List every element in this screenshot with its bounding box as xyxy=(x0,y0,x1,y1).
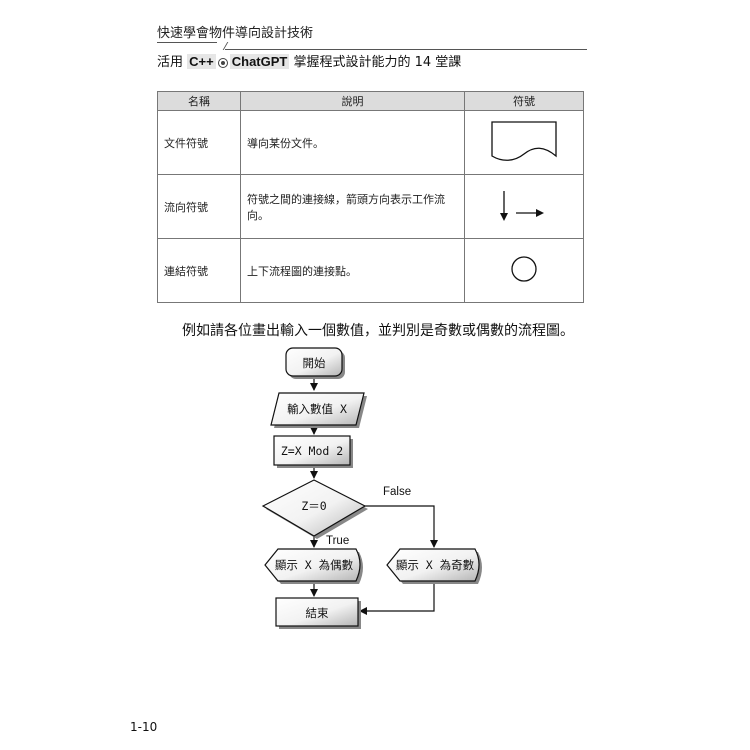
book-title: 快速學會物件導向設計技術 xyxy=(157,26,314,41)
subtitle-dot-icon xyxy=(217,57,228,68)
header-rule-right xyxy=(225,49,587,50)
row-desc: 上下流程圖的連接點。 xyxy=(240,238,465,303)
subtitle-cpp: C++ xyxy=(187,54,216,69)
table-row: 連結符號 上下流程圖的連接點。 xyxy=(157,238,584,303)
display-odd-node: 顯示 X 為奇數 xyxy=(386,548,482,584)
page-number: 1-10 xyxy=(130,720,158,734)
row-desc: 符號之間的連接線，箭頭方向表示工作流向。 xyxy=(240,174,465,239)
start-label: 開始 xyxy=(303,356,326,370)
row-name: 流向符號 xyxy=(157,174,241,239)
end-node: 結束 xyxy=(275,597,361,629)
subtitle-prefix: 活用 xyxy=(157,55,184,70)
row-name: 連結符號 xyxy=(157,238,241,303)
display-even-node: 顯示 X 為偶數 xyxy=(264,548,363,584)
decision-label: Z＝0 xyxy=(301,499,326,513)
document-symbol-icon xyxy=(491,121,557,161)
true-label: True xyxy=(326,535,349,547)
display-even-label: 顯示 X 為偶數 xyxy=(275,558,354,572)
input-label: 輸入數值 X xyxy=(287,402,347,416)
book-subtitle: 活用 C++ ChatGPT 掌握程式設計能力的 14 堂課 xyxy=(157,51,461,70)
symbol-table: 名稱 說明 符號 文件符號 導向某份文件。 流向符號 符號之間的連接線，箭頭方向… xyxy=(157,91,584,303)
process-node: Z=X Mod 2 xyxy=(273,435,353,468)
false-label: False xyxy=(383,486,411,498)
display-odd-label: 顯示 X 為奇數 xyxy=(396,558,475,572)
row-name: 文件符號 xyxy=(157,110,241,175)
flow-connectors xyxy=(310,378,438,615)
end-label: 結束 xyxy=(306,606,329,620)
table-row: 流向符號 符號之間的連接線，箭頭方向表示工作流向。 xyxy=(157,174,584,239)
input-node: 輸入數值 X xyxy=(270,392,367,428)
row-symbol xyxy=(464,238,584,303)
decision-node: Z＝0 xyxy=(261,479,368,539)
process-label: Z=X Mod 2 xyxy=(281,444,343,458)
row-symbol xyxy=(464,110,584,175)
subtitle-suffix: 掌握程式設計能力的 14 堂課 xyxy=(293,55,462,70)
figure-caption: 例如請各位畫出輸入一個數值，並判別是奇數或偶數的流程圖。 xyxy=(182,323,574,339)
start-terminal: 開始 xyxy=(285,347,345,379)
header-rule xyxy=(157,42,217,43)
flow-arrows-icon xyxy=(500,191,544,221)
table-row: 文件符號 導向某份文件。 xyxy=(157,110,584,175)
row-desc: 導向某份文件。 xyxy=(240,110,465,175)
subtitle-chatgpt: ChatGPT xyxy=(229,54,290,69)
connector-circle-icon xyxy=(511,256,537,282)
column-header-symbol: 符號 xyxy=(464,91,584,111)
row-symbol xyxy=(464,174,584,239)
